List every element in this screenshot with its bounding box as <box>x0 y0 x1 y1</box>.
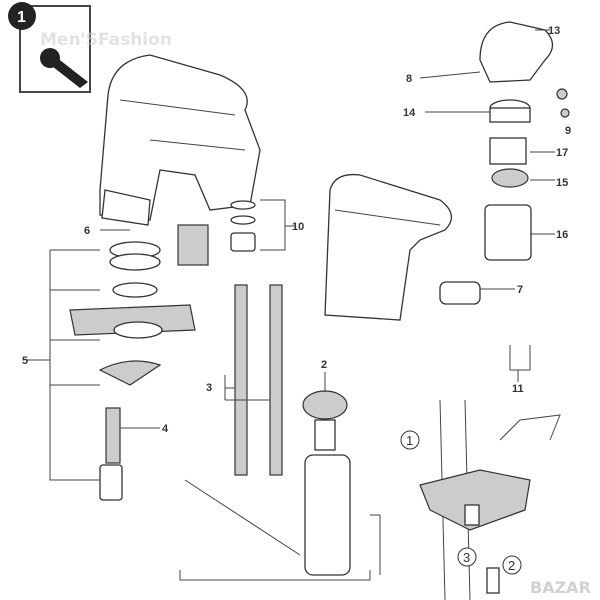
part-label-11: 11 <box>512 383 524 395</box>
cartridge-parts <box>479 21 570 261</box>
part-label-14: 14 <box>403 107 416 119</box>
gasket-stack <box>69 241 196 501</box>
step-label-2: 2 <box>508 558 515 573</box>
aerator <box>177 200 256 266</box>
watermark-bottom: BAZAR <box>530 578 591 597</box>
bidet-mounting-detail <box>419 399 561 600</box>
part-label-8: 8 <box>406 73 412 85</box>
basin-faucet <box>99 54 261 226</box>
watermark-top: Men'SFashion <box>40 30 172 50</box>
part-label-6: 6 <box>84 225 90 237</box>
part-label-4: 4 <box>162 423 169 435</box>
part-label-7: 7 <box>517 284 523 296</box>
part-label-17: 17 <box>556 147 568 159</box>
part-label-10: 10 <box>292 221 304 233</box>
wrench-tool-icon: 1 <box>8 2 91 93</box>
bidet-faucet <box>324 173 481 321</box>
part-label-16: 16 <box>556 229 568 241</box>
step-badge-number: 1 <box>17 9 26 26</box>
supply-hoses <box>234 284 283 476</box>
step-label-3: 3 <box>463 550 470 565</box>
part-label-5: 5 <box>22 355 28 367</box>
part-label-2: 2 <box>321 359 327 371</box>
part-label-9: 9 <box>565 125 571 137</box>
step-label-1: 1 <box>406 433 413 448</box>
part-label-13: 13 <box>548 25 560 37</box>
part-label-15: 15 <box>556 177 568 189</box>
part-label-3: 3 <box>206 382 212 394</box>
